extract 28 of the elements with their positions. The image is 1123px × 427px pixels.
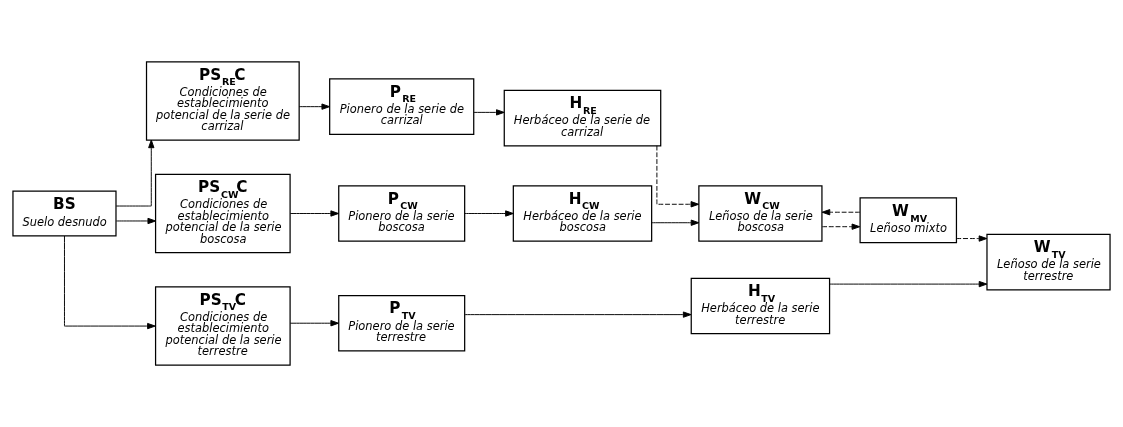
node-box: PS$_{CW}$C Condiciones de establecimiento potencial de la serie boscosa xyxy=(154,173,291,254)
node-box: H$_{CW}$ Herbáceo de la serie boscosa xyxy=(512,185,653,242)
arrow xyxy=(956,235,988,242)
node-box: P$_{CW}$ Pionero de la serie boscosa xyxy=(338,185,466,242)
arrow xyxy=(115,139,155,207)
arrow xyxy=(298,103,331,110)
node-box: P$_{RE}$ Pionero de la serie de carrizal xyxy=(329,78,475,135)
arrow xyxy=(651,219,700,226)
arrow xyxy=(64,235,156,330)
arrow xyxy=(821,209,861,216)
node-box: PS$_{TV}$C Condiciones de establecimiento potencial de la serie terrestre xyxy=(154,286,291,366)
arrow xyxy=(289,320,339,327)
node-box: BS Suelo desnudo xyxy=(12,190,117,237)
node-box: W$_{CW}$ Leñoso de la serie boscosa xyxy=(698,185,823,242)
node-box: H$_{TV}$ Herbáceo de la serie terrestre xyxy=(690,277,831,335)
arrow xyxy=(473,109,505,116)
node-box: P$_{TV}$ Pionero de la serie terrestre xyxy=(338,294,466,352)
arrow xyxy=(656,145,700,208)
arrow xyxy=(821,223,861,230)
arrow xyxy=(829,280,988,288)
node-box: H$_{RE}$ Herbáceo de la serie de carrizal xyxy=(503,89,662,147)
node-box: W$_{MV}$ Leñoso mixto xyxy=(859,197,958,244)
arrow xyxy=(464,311,692,318)
arrow xyxy=(289,210,339,217)
arrow xyxy=(115,217,157,225)
node-box: PS$_{RE}$C Condiciones de establecimiento potencial de la serie de carrizal xyxy=(145,61,300,141)
node-box: W$_{TV}$ Leñoso de la serie terrestre xyxy=(986,233,1111,291)
arrow xyxy=(464,210,514,217)
